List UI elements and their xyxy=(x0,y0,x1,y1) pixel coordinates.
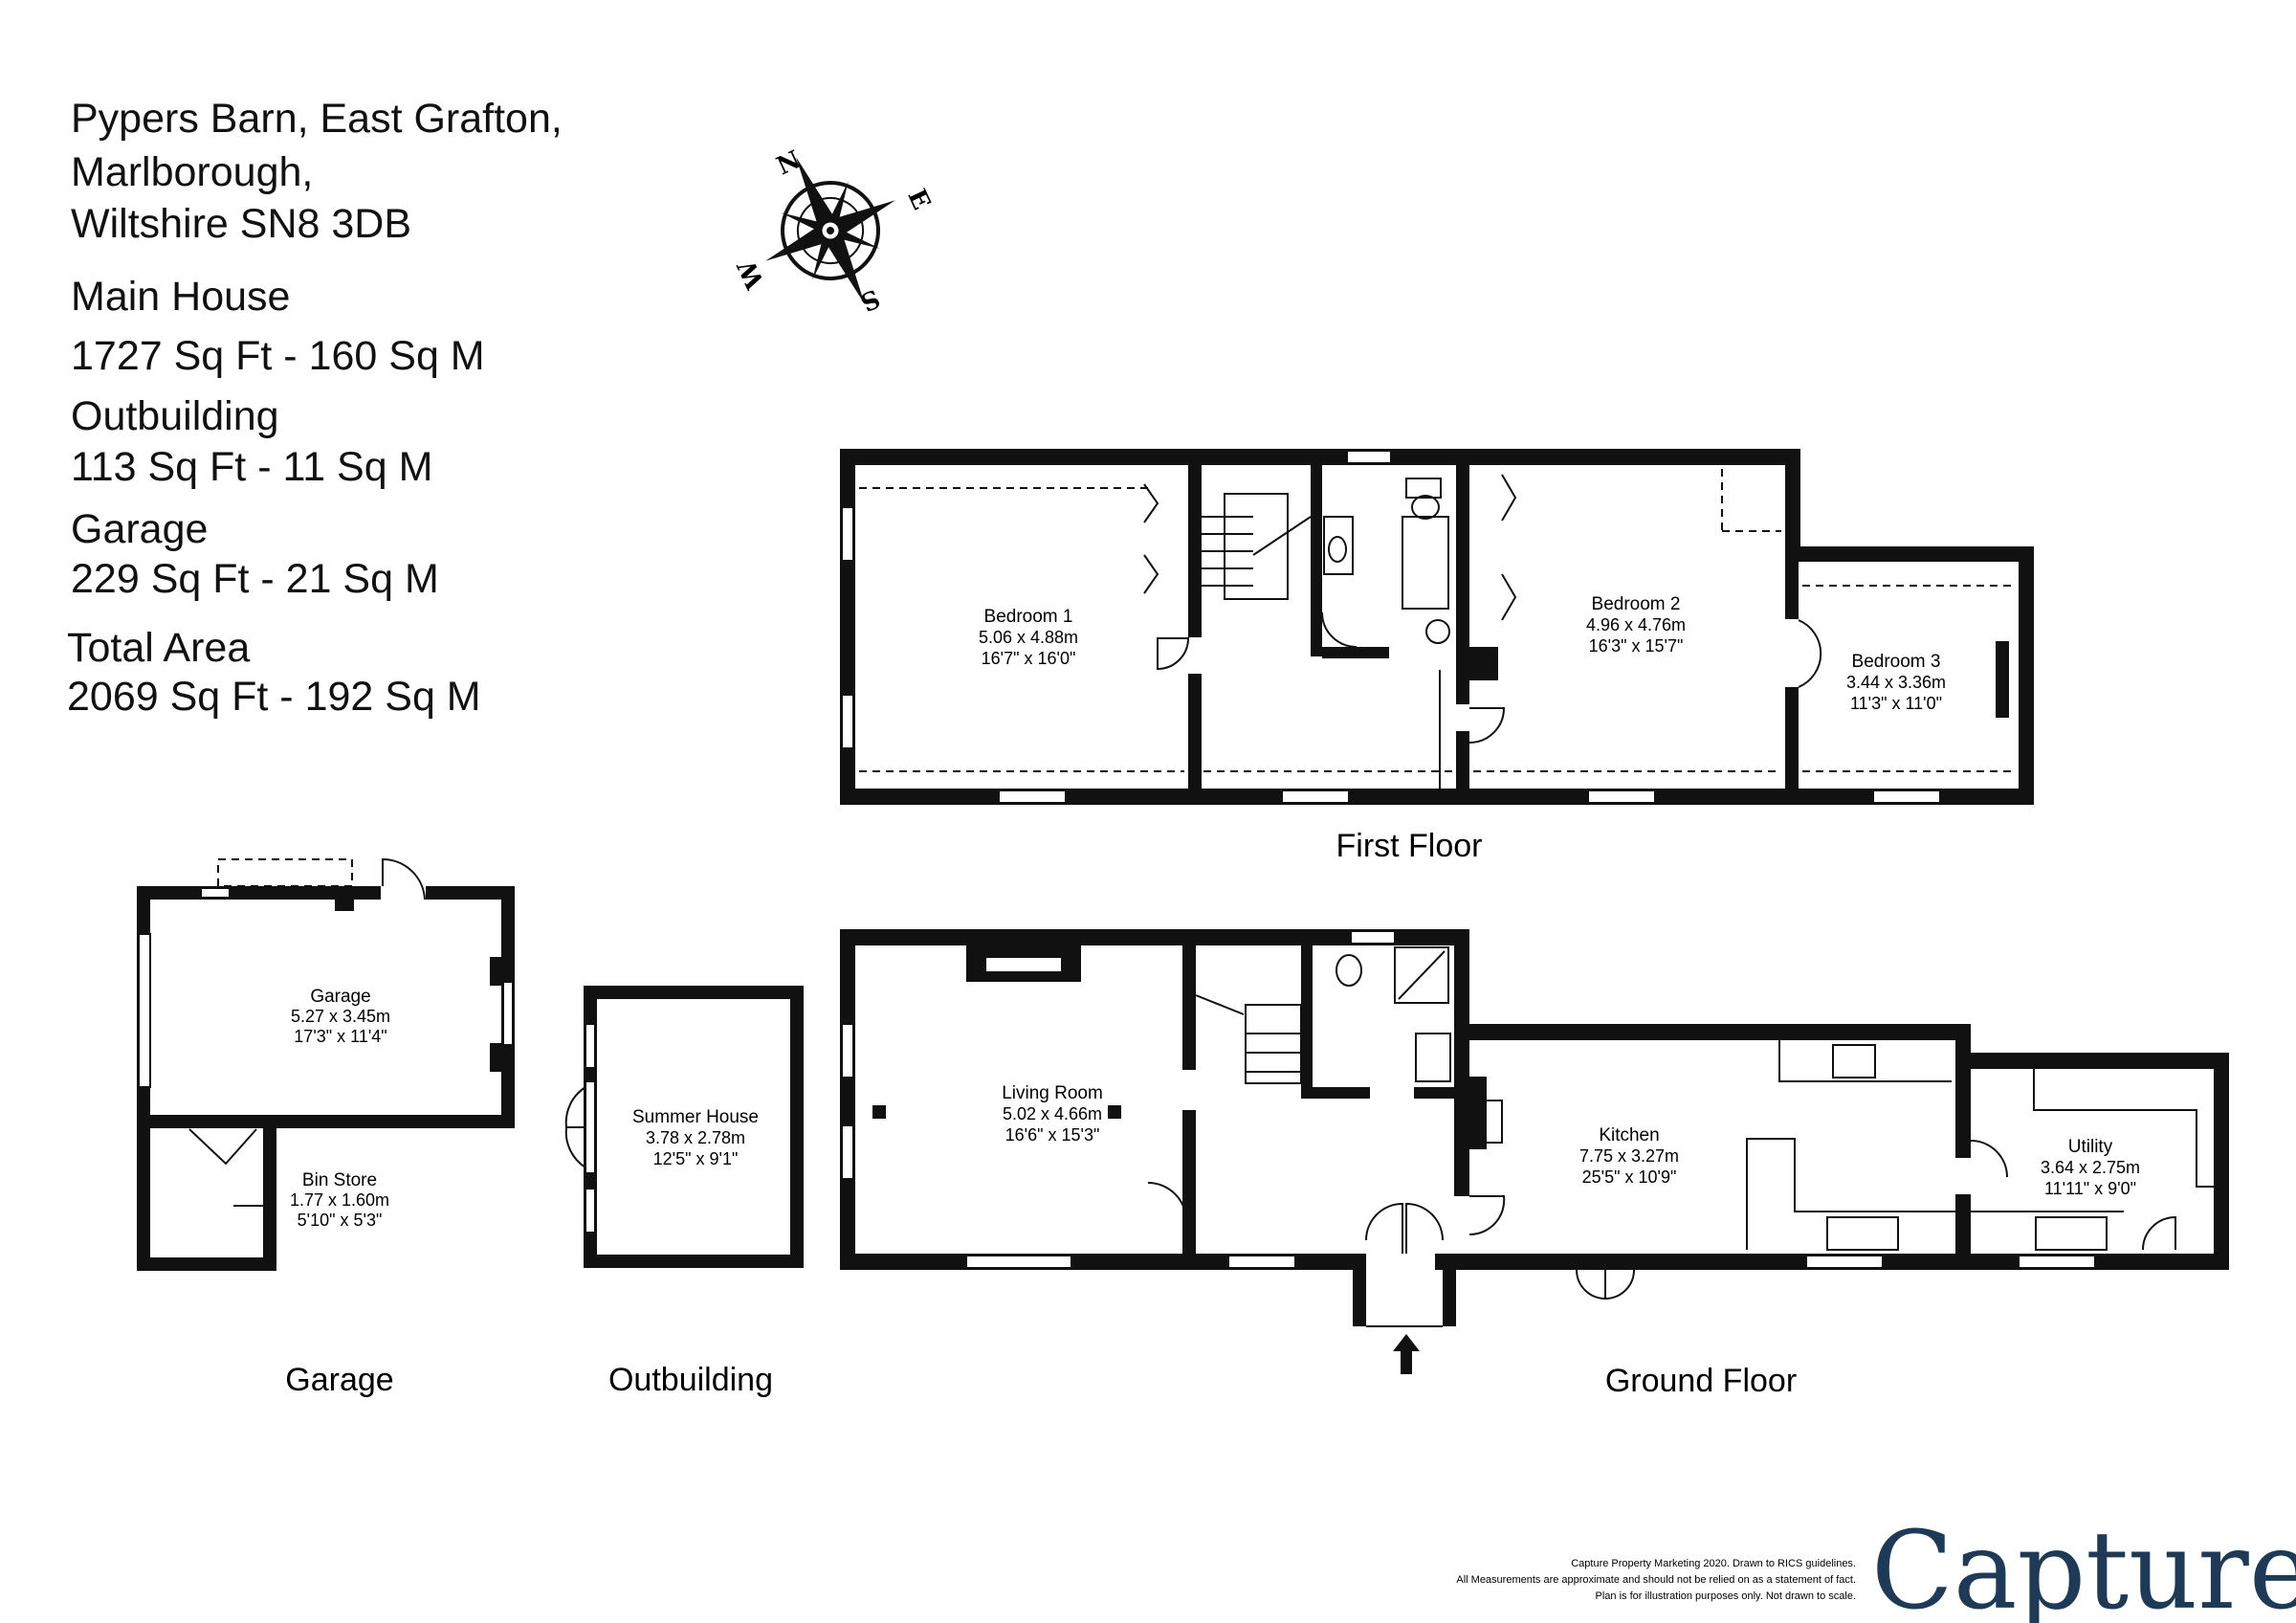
room-name-utility: Utility xyxy=(2068,1137,2113,1157)
room-metric-living-room: 5.02 x 4.66m xyxy=(1003,1104,1102,1123)
room-name-kitchen: Kitchen xyxy=(1599,1125,1659,1145)
room-imperial-garage: 17'3" x 11'4" xyxy=(294,1027,386,1046)
room-metric-garage: 5.27 x 3.45m xyxy=(291,1007,390,1026)
floor-label-garage: Garage xyxy=(285,1362,393,1398)
address-line-3: Wiltshire SN8 3DB xyxy=(71,201,412,247)
room-imperial-bedroom-3: 11'3" x 11'0" xyxy=(1850,694,1942,713)
disclaimer-line-2: All Measurements are approximate and sho… xyxy=(1456,1574,1856,1586)
room-metric-bedroom-1: 5.06 x 4.88m xyxy=(979,628,1078,647)
room-metric-kitchen: 7.75 x 3.27m xyxy=(1579,1146,1679,1166)
room-name-garage: Garage xyxy=(310,987,370,1007)
room-imperial-utility: 11'11" x 9'0" xyxy=(2044,1179,2136,1198)
compass-west-label: W xyxy=(733,255,771,294)
compass-rose-icon xyxy=(765,156,895,305)
total-area-value: 2069 Sq Ft - 192 Sq M xyxy=(67,674,481,720)
capture-logo: Capture. xyxy=(1871,1509,2296,1623)
disclaimer-line-1: Capture Property Marketing 2020. Drawn t… xyxy=(1571,1558,1856,1569)
disclaimer-line-3: Plan is for illustration purposes only. … xyxy=(1596,1590,1856,1602)
main-house-label: Main House xyxy=(71,274,291,320)
floor-label-first: First Floor xyxy=(1336,828,1483,864)
address-line-2: Marlborough, xyxy=(71,149,314,195)
room-imperial-bedroom-2: 16'3" x 15'7" xyxy=(1589,636,1684,656)
ground-floor-plan: Living Room 5.02 x 4.66m 16'6" x 15'3" K… xyxy=(840,929,2229,1374)
room-imperial-bin-store: 5'10" x 5'3" xyxy=(298,1211,383,1230)
first-floor-plan: Bedroom 1 5.06 x 4.88m 16'7" x 16'0" Bed… xyxy=(840,449,2034,805)
room-name-bin-store: Bin Store xyxy=(302,1170,377,1190)
room-metric-bedroom-3: 3.44 x 3.36m xyxy=(1846,673,1946,692)
room-name-bedroom-2: Bedroom 2 xyxy=(1592,594,1681,614)
garage-area: 229 Sq Ft - 21 Sq M xyxy=(71,556,439,602)
room-imperial-summer-house: 12'5" x 9'1" xyxy=(653,1149,739,1168)
garage-label: Garage xyxy=(71,506,209,552)
room-metric-summer-house: 3.78 x 2.78m xyxy=(646,1128,745,1147)
room-metric-bedroom-2: 4.96 x 4.76m xyxy=(1586,615,1686,634)
floor-label-outbuilding: Outbuilding xyxy=(608,1362,773,1398)
main-house-area: 1727 Sq Ft - 160 Sq M xyxy=(71,333,485,379)
room-imperial-bedroom-1: 16'7" x 16'0" xyxy=(982,649,1076,668)
room-imperial-kitchen: 25'5" x 10'9" xyxy=(1582,1167,1677,1187)
capture-logo-text: Capture xyxy=(1871,1509,2296,1623)
floor-label-ground: Ground Floor xyxy=(1605,1363,1797,1399)
room-name-summer-house: Summer House xyxy=(632,1107,759,1127)
compass-south-label: S xyxy=(855,283,884,317)
outbuilding-plan: Summer House 3.78 x 2.78m 12'5" x 9'1" xyxy=(564,986,804,1268)
outbuilding-area: 113 Sq Ft - 11 Sq M xyxy=(71,444,433,490)
compass-north-label: N xyxy=(773,145,806,181)
room-metric-bin-store: 1.77 x 1.60m xyxy=(290,1190,389,1210)
address-line-1: Pypers Barn, East Grafton, xyxy=(71,96,563,142)
room-imperial-living-room: 16'6" x 15'3" xyxy=(1005,1125,1100,1145)
garage-plan: Garage 5.27 x 3.45m 17'3" x 11'4" Bin St… xyxy=(137,857,515,1271)
total-area-label: Total Area xyxy=(67,625,251,671)
room-metric-utility: 3.64 x 2.75m xyxy=(2041,1158,2140,1177)
room-name-bedroom-3: Bedroom 3 xyxy=(1852,652,1941,672)
compass-east-label: E xyxy=(901,185,936,214)
outbuilding-label: Outbuilding xyxy=(71,393,279,439)
room-name-living-room: Living Room xyxy=(1002,1083,1103,1103)
room-name-bedroom-1: Bedroom 1 xyxy=(984,607,1073,627)
